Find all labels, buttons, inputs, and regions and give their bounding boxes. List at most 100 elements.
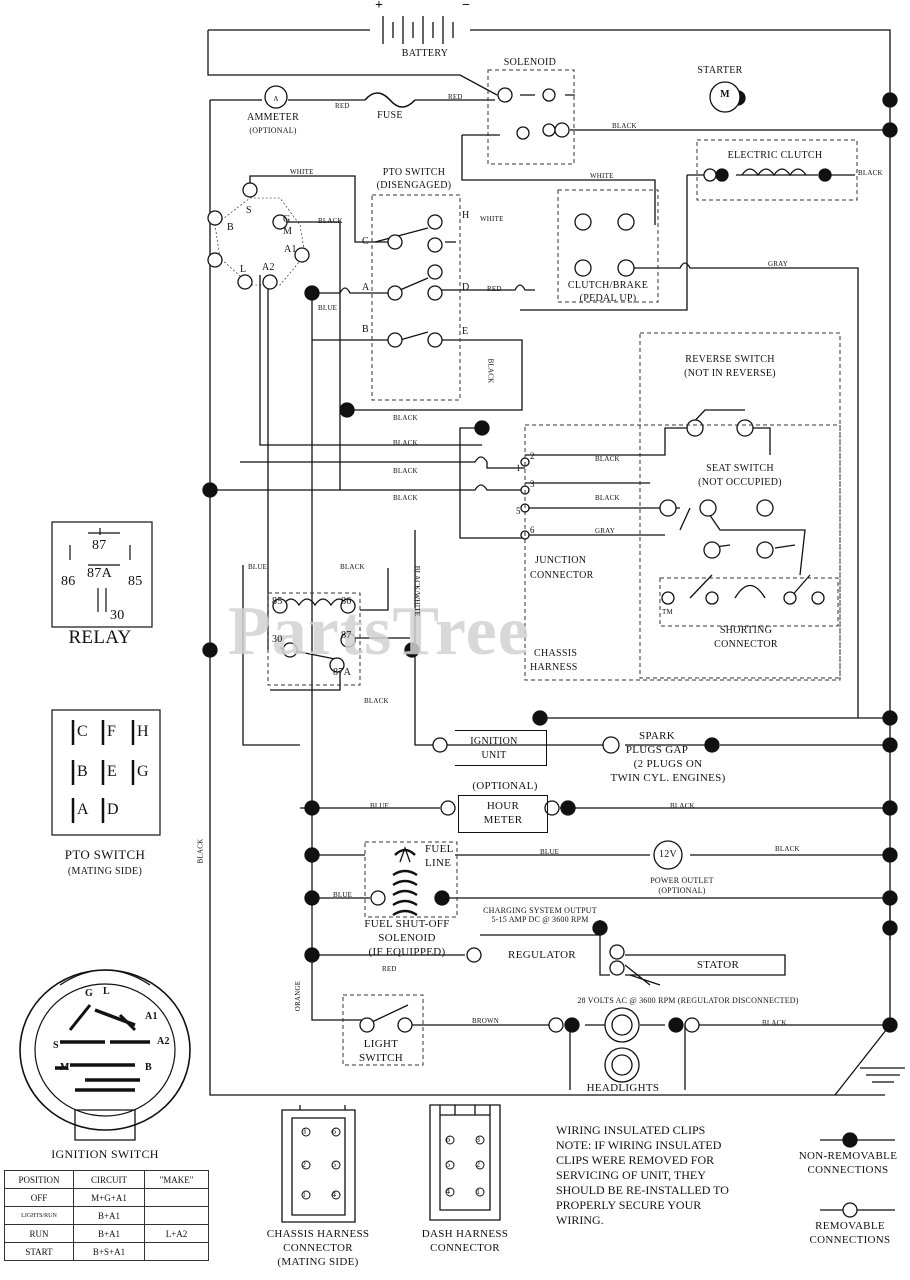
- wire-black-4: BLACK: [393, 494, 418, 502]
- wire-black-j2: BLACK: [595, 455, 620, 463]
- hour-meter-label-1: HOUR: [486, 800, 520, 812]
- relay-pin-30: 30: [272, 634, 283, 645]
- relay-legend-label: RELAY: [68, 627, 132, 648]
- stator-ac-label: 28 VOLTS AC @ 3600 RPM (REGULATOR DISCON…: [577, 996, 799, 1005]
- pto-pin-e: E: [462, 326, 469, 337]
- power-outlet-label: POWER OUTLET: [650, 876, 714, 885]
- dash-conn-label-2: CONNECTOR: [430, 1242, 500, 1254]
- clips-note-line-5: SHOULD BE RE-INSTALLED TO: [556, 1183, 729, 1197]
- legend-removable-1: REMOVABLE: [815, 1220, 885, 1232]
- dash-conn-pin: 3: [476, 1135, 481, 1144]
- ignition-unit-label-2: UNIT: [481, 750, 507, 761]
- wire-white-1: WHITE: [290, 168, 314, 176]
- ign-pin-a1: A1: [284, 244, 297, 255]
- table-row: LIGHTS/RUN B+A1: [4, 1206, 209, 1225]
- hour-meter-box: [458, 795, 548, 833]
- legend-non-removable-2: CONNECTIONS: [807, 1164, 889, 1176]
- chassis-conn-pin: 1: [302, 1190, 307, 1199]
- watermark: PartsTree: [228, 593, 530, 670]
- wire-blue-hour: BLUE: [370, 802, 390, 810]
- table-cell: B+S+A1: [73, 1242, 145, 1261]
- battery-minus: −: [462, 0, 471, 13]
- clips-note-line-1: WIRING INSULATED CLIPS: [556, 1123, 706, 1137]
- fuse-label: FUSE: [377, 110, 403, 121]
- table-header: "MAKE": [144, 1170, 209, 1189]
- pto-pin-c: C: [362, 236, 369, 247]
- dash-conn-pin: 6: [446, 1135, 451, 1144]
- battery-label: BATTERY: [401, 48, 449, 59]
- chassis-conn-label-2: CONNECTOR: [283, 1242, 353, 1254]
- relay-pin-85: 85: [272, 596, 283, 607]
- table-header-row: POSITION CIRCUIT "MAKE": [4, 1170, 209, 1189]
- ammeter-icon: A: [273, 95, 279, 103]
- pto-legend-g: G: [137, 763, 149, 780]
- junction-pin-3: 3: [530, 479, 535, 489]
- ign-term-l: L: [103, 986, 110, 997]
- headlights-label: HEADLIGHTS: [586, 1082, 660, 1094]
- wire-blue-outlet: BLUE: [540, 848, 560, 856]
- junction-pin-5: 5: [516, 506, 521, 516]
- power-outlet-optional: (OPTIONAL): [658, 886, 706, 895]
- fuel-line-label-1: FUEL: [425, 843, 454, 855]
- ign-term-b: B: [145, 1062, 152, 1073]
- reverse-switch-label: REVERSE SWITCH: [685, 354, 775, 365]
- spark-line-1: SPARK: [639, 730, 675, 742]
- clips-note-line-7: WIRING.: [556, 1213, 604, 1227]
- wire-black-clutch: BLACK: [858, 169, 883, 177]
- spark-line-2: PLUGS GAP: [625, 744, 689, 756]
- dash-conn-pin: 4: [446, 1187, 451, 1196]
- table-row: START B+S+A1: [4, 1242, 209, 1261]
- fuel-line-label-2: LINE: [425, 857, 452, 869]
- wire-black-ign: BLACK: [318, 217, 343, 225]
- charging-line-1: CHARGING SYSTEM OUTPUT: [483, 906, 597, 915]
- fuel-solenoid-label-3: (IF EQUIPPED): [368, 946, 446, 958]
- table-cell: OFF: [4, 1188, 74, 1207]
- spark-line-3: (2 PLUGS ON: [633, 758, 703, 770]
- pto-pin-h: H: [462, 210, 470, 221]
- wire-gray-1: GRAY: [768, 260, 788, 268]
- table-cell: [144, 1242, 209, 1261]
- legend-non-removable-1: NON-REMOVABLE: [798, 1150, 898, 1162]
- relay-pin-87: 87: [341, 630, 352, 641]
- clips-note-line-2: NOTE: IF WIRING INSULATED: [556, 1138, 722, 1152]
- pto-legend-a: A: [77, 801, 89, 818]
- wire-black-relay: BLACK: [340, 563, 365, 571]
- ignition-unit-box: [455, 730, 547, 766]
- pto-legend-sub: (MATING SIDE): [67, 866, 143, 877]
- chassis-conn-label-1: CHASSIS HARNESS: [266, 1228, 370, 1240]
- ignition-switch-table: POSITION CIRCUIT "MAKE" OFF M+G+A1 LIGHT…: [4, 1170, 209, 1261]
- pto-legend-d: D: [107, 801, 119, 818]
- wire-black-d: BLACK: [486, 358, 495, 384]
- relay-pin-87a: 87A: [333, 667, 352, 678]
- wire-black-87a: BLACK: [364, 697, 389, 705]
- starter-label: STARTER: [697, 65, 743, 76]
- ignition-unit-label-1: IGNITION: [470, 736, 518, 747]
- table-cell: M+G+A1: [73, 1188, 145, 1207]
- clutch-brake-state: (PEDAL UP): [579, 293, 637, 304]
- wire-blue-fuel: BLUE: [333, 891, 353, 899]
- fuel-solenoid-label-2: SOLENOID: [378, 932, 436, 944]
- table-cell: LIGHTS/RUN: [4, 1206, 74, 1225]
- wire-black-solenoid: BLACK: [612, 122, 637, 130]
- pto-legend-e: E: [107, 763, 118, 780]
- wire-blue-relay: BLUE: [248, 563, 268, 571]
- light-switch-label-1: LIGHT: [363, 1038, 399, 1050]
- pto-legend-b: B: [77, 763, 88, 780]
- ignition-switch-label: IGNITION SWITCH: [51, 1147, 159, 1161]
- junction-pin-6: 6: [530, 525, 535, 535]
- table-row: OFF M+G+A1: [4, 1188, 209, 1207]
- seat-switch-state: (NOT OCCUPIED): [698, 477, 782, 488]
- wire-gray-2: GRAY: [595, 527, 615, 535]
- solenoid-label: SOLENOID: [503, 57, 557, 68]
- wire-red-3: RED: [487, 285, 502, 293]
- hour-meter-label-2: METER: [483, 814, 523, 826]
- chassis-conn-pin: 2: [302, 1160, 307, 1169]
- stator-label: STATOR: [696, 959, 740, 971]
- wire-black-white: BLACK/WHITE: [413, 565, 422, 617]
- ammeter-optional: (OPTIONAL): [249, 126, 297, 135]
- ign-pin-a2: A2: [262, 262, 275, 273]
- junction-label-1: JUNCTION: [535, 555, 587, 566]
- hour-meter-optional: (OPTIONAL): [472, 780, 538, 792]
- wire-red-2: RED: [448, 93, 463, 101]
